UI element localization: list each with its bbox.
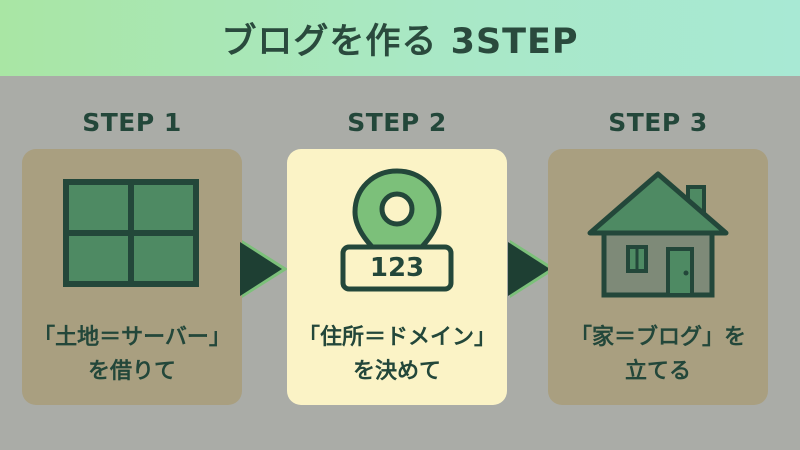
step-3-card: 「家＝ブログ」を 立てる [548, 149, 768, 405]
step-3-caption-line2: 立てる [624, 359, 691, 384]
step-1-label: STEP 1 [82, 108, 182, 137]
step-2-label: STEP 2 [347, 108, 447, 137]
step-3-caption: 「家＝ブログ」を 立てる [548, 321, 768, 389]
step-2-card: 123 「住所＝ドメイン」 を決めて [287, 149, 507, 405]
step-1-caption: 「土地＝サーバー」 を借りて [22, 321, 242, 389]
step-2-caption: 「住所＝ドメイン」 を決めて [287, 321, 507, 389]
step-1-card: 「土地＝サーバー」 を借りて [22, 149, 242, 405]
page-title: ブログを作る 3STEP [221, 21, 579, 62]
step-1-caption-line2: を借りて [87, 359, 176, 384]
step-2-caption-line2: を決めて [352, 359, 441, 384]
step-1-caption-line1: 「土地＝サーバー」 [33, 325, 231, 350]
step-2-caption-line1: 「住所＝ドメイン」 [297, 325, 496, 350]
arrow-right-icon [240, 240, 288, 298]
step-3-label: STEP 3 [608, 108, 708, 137]
title-bar: ブログを作る 3STEP [0, 0, 800, 76]
step-3-caption-line1: 「家＝ブログ」を [569, 325, 746, 350]
map-pin-icon [340, 168, 454, 292]
arrow-right-icon [508, 240, 556, 298]
land-grid-icon [63, 179, 199, 287]
house-icon [587, 171, 729, 298]
pin-number: 123 [369, 253, 425, 283]
